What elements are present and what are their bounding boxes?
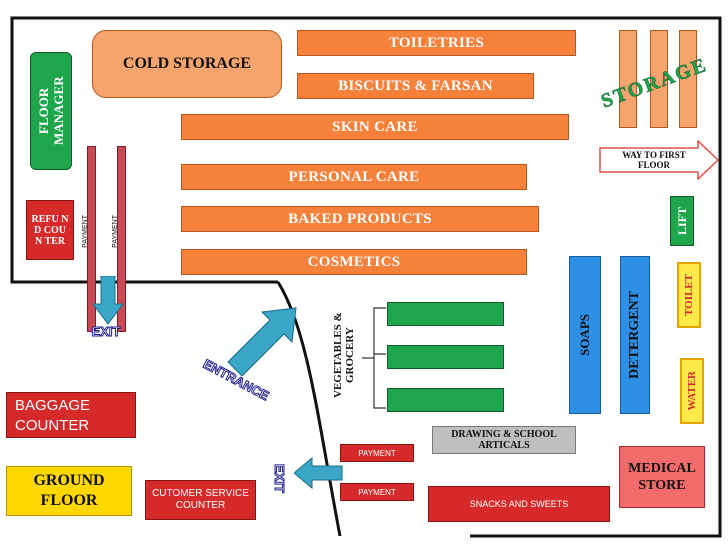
payment-lane-1-label: PAYMENT [82, 215, 89, 248]
vegetable-shelf-1 [387, 302, 504, 326]
storage-rack-3 [679, 30, 697, 128]
baggage-label: BAGGAGE COUNTER [15, 397, 91, 434]
exit-down-arrow [92, 276, 124, 325]
soaps-aisle: SOAPS [569, 256, 601, 414]
detergent-aisle: DETERGENT [620, 256, 650, 414]
drawing-school-section: DRAWING & SCHOOL ARTICALS [432, 426, 576, 454]
medical-store: MEDICAL STORE [619, 446, 705, 508]
cosmetics-label: COSMETICS [307, 253, 401, 270]
lift: LIFT [670, 196, 694, 246]
water-label: WATER [686, 371, 698, 411]
payment-lane-1-label-box: PAYMENT [82, 215, 102, 265]
biscuits-label: BISCUITS & FARSAN [338, 77, 493, 94]
payment-counter-1: PAYMENT [340, 444, 414, 462]
detergent-label: DETERGENT [627, 291, 642, 379]
entrance-arrow [227, 307, 297, 376]
exit-label-bottom: EXIT [272, 464, 288, 494]
vegetables-label: VEGETABLES & GROCERY [332, 312, 356, 398]
vegetable-shelf-3 [387, 388, 504, 412]
medical-label: MEDICAL STORE [628, 461, 696, 493]
way-to-first-floor-label: WAY TO FIRST FLOOR [622, 150, 686, 170]
baggage-counter: BAGGAGE COUNTER [6, 392, 136, 438]
payment-lane-2 [117, 146, 126, 332]
biscuits-aisle: BISCUITS & FARSAN [297, 73, 534, 99]
vegetable-shelf-2 [387, 345, 504, 369]
ground-floor-label-box: GROUND FLOOR [6, 466, 132, 516]
payment-label-2: PAYMENT [358, 487, 396, 497]
personal-care-label: PERSONAL CARE [288, 168, 420, 185]
toiletries-aisle: TOILETRIES [297, 30, 576, 56]
customer-service-counter: CUTOMER SERVICE COUNTER [145, 480, 256, 520]
payment-lane-1 [87, 146, 96, 332]
ground-floor-label: GROUND FLOOR [33, 472, 105, 509]
cold-storage-section: COLD STORAGE [92, 30, 282, 98]
exit-left-arrow [294, 456, 343, 490]
floor-manager-label: FLOOR MANAGER [36, 76, 66, 146]
payment-label-1: PAYMENT [358, 448, 396, 458]
exit-label-bottom-box: EXIT [272, 464, 302, 494]
refund-counter: REFU ND COUN TER [26, 200, 74, 260]
skin-care-aisle: SKIN CARE [181, 114, 569, 140]
cosmetics-aisle: COSMETICS [181, 249, 527, 275]
baked-label: BAKED PRODUCTS [288, 210, 432, 227]
cold-storage-label: COLD STORAGE [122, 55, 252, 72]
payment-counter-2: PAYMENT [340, 483, 414, 501]
toilet: TOILET [677, 262, 701, 328]
toilet-label: TOILET [683, 274, 695, 316]
payment-lane-2-label: PAYMENT [112, 215, 119, 248]
storage-rack-2 [650, 30, 668, 128]
vegetables-bracket [362, 307, 386, 409]
refund-label: REFU ND COUN TER [31, 213, 69, 247]
way-to-first-floor-arrow [599, 140, 720, 180]
payment-lane-2-label-box: PAYMENT [112, 215, 132, 265]
toiletries-label: TOILETRIES [388, 34, 485, 51]
baked-products-aisle: BAKED PRODUCTS [181, 206, 539, 232]
floor-manager: FLOOR MANAGER [30, 52, 72, 170]
snacks-sweets-section: SNACKS AND SWEETS [428, 486, 610, 522]
customer-service-label: CUTOMER SERVICE COUNTER [152, 488, 249, 511]
personal-care-aisle: PERSONAL CARE [181, 164, 527, 190]
drawing-label: DRAWING & SCHOOL ARTICALS [451, 429, 557, 451]
vegetables-label-box: VEGETABLES & GROCERY [328, 306, 360, 404]
water: WATER [680, 358, 704, 424]
soaps-label: SOAPS [577, 314, 592, 356]
snacks-label: SNACKS AND SWEETS [469, 499, 569, 509]
lift-label: LIFT [674, 206, 689, 235]
skin-care-label: SKIN CARE [332, 118, 418, 135]
storage-rack-1 [619, 30, 637, 128]
exit-label-left: EXIT [91, 324, 121, 340]
